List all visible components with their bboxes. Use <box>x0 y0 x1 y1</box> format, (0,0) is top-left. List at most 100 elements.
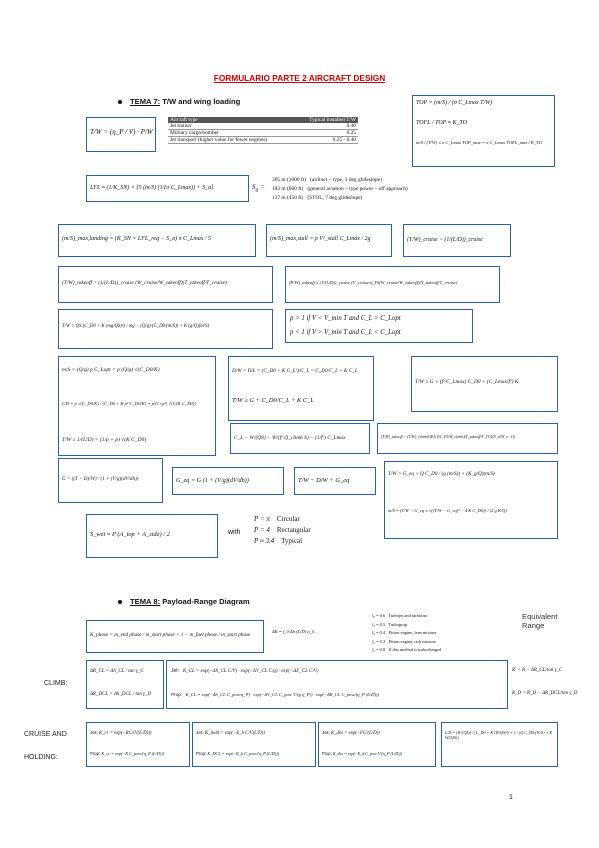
equivalent-range-label: Equivalent Range <box>522 612 558 630</box>
eq-text: G_eq = G (1 + (V/g)(dV/dh)) <box>176 477 249 484</box>
sa-case: 305 m (1000 ft) (airliner – type, 3 deg … <box>272 177 382 183</box>
table-cell: Jet transport (higher value for fewer en… <box>168 136 295 144</box>
climb-label: CLIMB: <box>44 680 68 687</box>
eq-text: T/W ≥ G + C_D0/C_L + K C_L <box>232 397 314 404</box>
section-text: T/W and wing loading <box>162 97 241 106</box>
aircraft-table: Aircraft type Typical installed T/W Jet … <box>168 117 358 167</box>
holding-label: HOLDING: <box>24 754 58 761</box>
table-cell: Military cargo/bomber <box>168 129 295 137</box>
page-title: FORMULARIO PARTE 2 AIRCRAFT DESIGN <box>213 73 386 83</box>
sa-case: 137 m (450 ft) (STOL, 7 deg glideslope) <box>272 195 363 201</box>
eq-text: p > 1 if V < V_min T and C_L > C_Lopt <box>290 315 401 322</box>
equivalent-range-block: ΔR = f_0 Δh (L/D) η_0 ... f₀ = 0.6 Turbo… <box>272 612 514 657</box>
eq-text: T/W > QS (C_D0 + K (mg/QS)²) / mg − (Q/g… <box>62 324 210 329</box>
table-cell: 0.40 <box>294 123 358 130</box>
eq-text: C_L − W/(QS) − W/(f² Q_climb S) − (1/f²)… <box>234 435 346 441</box>
eq-text: T/W − D/W + G_eq <box>298 477 350 484</box>
eq-text: L/D = (W/(QS)) / (C_D0 + K (W/QS)²) = 1 … <box>445 730 553 740</box>
eq-tw-takeoff: (T/W)_takeoff > (1/(L/D))_cruise (W_crui… <box>58 266 273 303</box>
eq-text: p < 1 if V > V_min T and C_L < C_Lopt <box>290 329 401 336</box>
eq-text: (m/S)_max,stall = ρ V²_stall C_Lmax / 2g <box>270 236 371 242</box>
eq-tw-f: T/W ≥ G + (f²/C_Lmax) C_D0 + (C_Lmax/f²)… <box>411 356 558 412</box>
range-factor: f₀ = 0.5 Turboprop <box>372 621 407 627</box>
eq-text: L/D = p √(C_D0/K) / (C_D0 + K p² C_D0/K)… <box>62 401 196 406</box>
eq-p-rules: p > 1 if V < V_min T and C_L > C_Lopt p … <box>285 309 473 343</box>
eq-text: S_wet ≈ P (A_top + A_side) / 2 <box>90 531 170 538</box>
table-cell: Jet trainer <box>168 123 295 130</box>
eq-text: (m/S)_max,landing = (K_SN × LFL_req − S_… <box>62 236 212 242</box>
eq-text: R' = R − ΔR_CL/tan γ_C <box>512 668 563 673</box>
page-number: 1 <box>509 794 513 801</box>
cruise-label: CRUISE AND <box>24 731 67 738</box>
sa-case: 183 m (600 ft) (general aviation – type … <box>272 186 408 192</box>
eq-line: Prop: K_cr = exp(−R C_pow/(η_P (L/D))) <box>90 751 165 756</box>
section-label: TEMA 7: <box>130 97 161 106</box>
eq-ms-landing: (m/S)_max,landing = (K_SN × LFL_req − S_… <box>58 224 256 257</box>
eq-text: (T/W)_takeoff > (1/(L/D))_cruise (W_crui… <box>62 280 227 286</box>
eq-text: ΔR = f_0 Δh (L/D) η_0 ... <box>272 629 319 634</box>
eq-line: Jet: K_cr = exp(−RC/(V(L/D))) <box>90 731 152 736</box>
eq-swet: S_wet ≈ P (A_top + A_side) / 2 <box>86 514 218 558</box>
eq-line: Jet: K_hold = exp(−E_h C/V(L/D)) <box>196 731 265 736</box>
table-row: Jet transport (higher value for fewer en… <box>168 136 358 144</box>
eq-holding: Jet: K_hold = exp(−E_h C/V(L/D)) Prop: K… <box>192 722 316 767</box>
eq-line: Jet: K_CL = exp(−Δh_CL C/V) · exp(−ΔV_CL… <box>171 668 319 674</box>
eq-line: Jet: K_des = exp(−FC/(L/D)) <box>322 731 380 736</box>
table-cell: 0.25 <box>294 129 358 137</box>
eq-text: T/W = (η_P / V) · P/W <box>90 128 153 136</box>
eq-text: m/S / (T/W) ≤ σ C_Lmax TOP_max = σ C_Lma… <box>416 140 543 145</box>
eq-p-group: m/S = (Q/g) p C_Lopt = p (Q/g) √(C_D0/K)… <box>58 356 216 456</box>
sa-cases: 305 m (1000 ft) (airliner – type, 3 deg … <box>272 176 408 203</box>
eq-k-phase: K_phase = m_end phase / m_start phase = … <box>86 620 264 653</box>
eq-climb-range: R' = R − ΔR_CL/tan γ_C R_D = R_D − ΔR_DC… <box>512 660 577 709</box>
range-factor: f₀ = 0.8 If this method is turbocharged <box>372 647 442 653</box>
eq-text: ΔR_DCL = Δh_DCL / tan γ_D <box>90 692 152 697</box>
table-row: Military cargo/bomber 0.25 <box>168 129 358 137</box>
eq-cruise: Jet: K_cr = exp(−RC/(V(L/D))) Prop: K_cr… <box>86 722 190 767</box>
section-text: Payload-Range Diagram <box>162 597 250 606</box>
perimeter-cases: P = π Circular P = 4 Rectangular P ≈ 3.4… <box>254 514 311 547</box>
eq-text: G = ((T − D)/W) / (1 + (V/g)(dV/dh)) <box>62 476 139 482</box>
table-header: Aircraft type <box>168 117 295 123</box>
eq-text: ΔR_CL = Δh_CL / tan γ_C <box>90 669 144 674</box>
range-factor: f₀ = 0.2 Piston engine, rich mixture <box>372 638 437 644</box>
eq-lfl: LFL ≈ (1/K_SN) × [5 (m/S) (1/(σ C_Lmax))… <box>86 175 249 202</box>
range-factors: f₀ = 0.6 Turbojet and turbofan f₀ = 0.5 … <box>372 612 441 655</box>
sa-label: Sa = <box>252 183 265 194</box>
eq-takeoff-parameter: TOP = (m/S) / (σ C_Lmax T/W) TOFL / TOP … <box>412 95 555 167</box>
bullet-icon <box>118 600 122 604</box>
eq-text: m/S = (Q/g) p C_Lopt = p (Q/g) √(C_D0/K) <box>62 367 160 373</box>
eq-line: Prop: K_DCL = exp(−R_h C_pow/(η_P (L/D))… <box>196 751 280 756</box>
eq-g-eq: G_eq = G (1 + (V/g)(dV/dh)) <box>172 467 284 495</box>
table-cell: 0.25 - 0.40 <box>294 136 358 144</box>
eq-text: (T/W)_cruise > (1/(L/D))_cruise <box>407 237 483 243</box>
section-label: TEMA 8: <box>130 597 161 606</box>
eq-tw-basic: T/W = (η_P / V) · P/W <box>86 117 156 152</box>
eq-climb-k: Jet: K_CL = exp(−Δh_CL C/V) · exp(−ΔV_CL… <box>166 660 508 709</box>
eq-ms-stall: (m/S)_max,stall = ρ V²_stall C_Lmax / 2g <box>266 224 392 257</box>
eq-text: K_phase = m_end phase / m_start phase = … <box>90 632 251 638</box>
eq-ld-final: L/D = (W/(QS)) / (C_D0 + K (W/QS)²) = 1 … <box>441 722 558 767</box>
eq-text: R_D = R_D − ΔR_DCL/tan γ_D <box>512 691 578 696</box>
eq-text: (T/W)_takeoff − (T/W)_climb(OEI) (W_TO/W… <box>381 435 516 439</box>
eq-text: TOFL / TOP ≈ K_TO <box>416 120 468 126</box>
eq-text: m/S = (T/W − G_eq ± √((T/W − G_eq)² − 4 … <box>388 508 507 513</box>
eq-climb-dr: ΔR_CL = Δh_CL / tan γ_C ΔR_DCL = Δh_DCL … <box>86 660 164 709</box>
eq-text: (P/W)_takeoff ≥ (1/(L/D))_cruise (V_crui… <box>289 280 458 285</box>
eq-text: T/W ≥ G + (f²/C_Lmax) C_D0 + (C_Lmax/f²)… <box>415 379 519 385</box>
eq-tw-climb-oei: (T/W)_takeoff − (T/W)_climb(OEI) (W_TO/W… <box>377 423 558 454</box>
eq-tw-geq: T/W − D/W + G_eq <box>294 467 376 495</box>
table-header: Typical installed T/W <box>294 117 358 123</box>
eq-text: T/W ≥ 1/(L/D) = (1/p + p) √(K C_D0) <box>62 437 147 443</box>
section-tema8: TEMA 8: Payload-Range Diagram <box>130 597 250 606</box>
eq-dw: D/W = D/L = (C_D0 + K C_L²)/C_L = C_D0/C… <box>228 356 374 421</box>
eq-descent: Jet: K_des = exp(−FC/(L/D)) Prop: K_des … <box>318 722 436 767</box>
section-tema7: TEMA 7: T/W and wing loading <box>130 97 240 106</box>
eq-line: Prop: K_des = exp(−E_d C_pow V/(η_P (L/D… <box>322 751 403 756</box>
eq-pw-takeoff: (P/W)_takeoff ≥ (1/(L/D))_cruise (V_crui… <box>285 266 500 303</box>
eq-tw-cruise: (T/W)_cruise > (1/(L/D))_cruise <box>403 224 511 257</box>
eq-g-accel: G = ((T − D)/W) / (1 + (V/g)(dV/dh)) <box>58 458 163 503</box>
range-factor: f₀ = 0.4 Piston engine, lean mixture <box>372 630 437 636</box>
eq-text: LFL ≈ (1/K_SN) × [5 (m/S) (1/(σ C_Lmax))… <box>90 185 214 191</box>
perimeter-case: P ≈ 3.4 Typical <box>254 537 303 545</box>
